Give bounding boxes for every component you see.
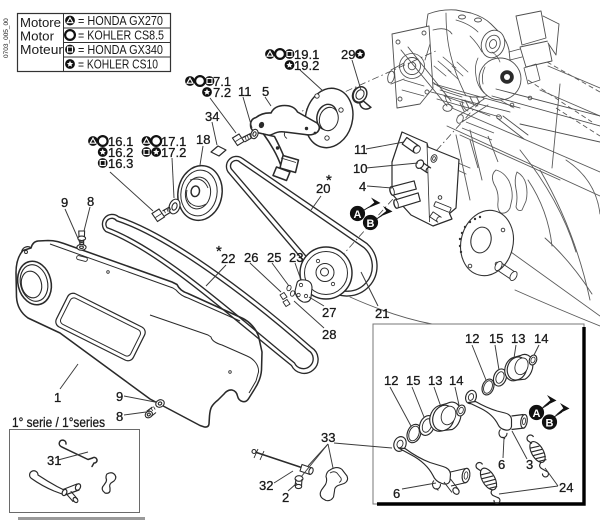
svg-text:13: 13 [511, 331, 525, 346]
svg-text:29: 29 [341, 47, 355, 62]
svg-text:= HONDA GX340: = HONDA GX340 [78, 43, 163, 57]
svg-text:1: 1 [54, 390, 61, 405]
svg-text:16.3: 16.3 [108, 156, 133, 171]
svg-text:1° serie / 1°series: 1° serie / 1°series [12, 415, 105, 430]
svg-text:15: 15 [489, 331, 503, 346]
svg-text:34: 34 [205, 109, 219, 124]
svg-text:19.1: 19.1 [294, 47, 319, 62]
svg-text:= KOHLER CS8.5: = KOHLER CS8.5 [78, 29, 164, 43]
svg-text:5: 5 [262, 84, 269, 99]
svg-text:28: 28 [322, 327, 336, 342]
svg-text:Moteur: Moteur [20, 43, 63, 57]
svg-text:19.2: 19.2 [294, 58, 319, 73]
svg-text:14: 14 [534, 331, 548, 346]
svg-text:7.1: 7.1 [213, 74, 231, 89]
svg-text:26: 26 [244, 250, 258, 265]
svg-text:A: A [533, 408, 541, 420]
svg-text:9: 9 [116, 389, 123, 404]
svg-text:24: 24 [559, 480, 573, 495]
svg-text:8: 8 [116, 409, 123, 424]
svg-text:23: 23 [289, 250, 303, 265]
svg-text:15: 15 [406, 373, 420, 388]
svg-text:= KOHLER CS10: = KOHLER CS10 [78, 58, 158, 72]
svg-text:18: 18 [196, 132, 210, 147]
svg-text:32: 32 [259, 478, 273, 493]
svg-text:= HONDA GX270: = HONDA GX270 [78, 14, 163, 28]
svg-text:33: 33 [321, 430, 335, 445]
svg-text:22: 22 [221, 251, 235, 266]
svg-text:16.1: 16.1 [108, 134, 133, 149]
svg-text:B: B [546, 418, 554, 430]
svg-text:21: 21 [375, 306, 389, 321]
svg-text:9: 9 [61, 195, 68, 210]
svg-text:17.2: 17.2 [161, 145, 186, 160]
svg-text:25: 25 [267, 250, 281, 265]
svg-text:27: 27 [322, 305, 336, 320]
svg-text:A: A [354, 209, 362, 221]
svg-text:Motor: Motor [20, 30, 54, 44]
svg-text:6: 6 [393, 486, 400, 501]
svg-text:12: 12 [384, 373, 398, 388]
svg-text:16.2: 16.2 [108, 145, 133, 160]
svg-text:20: 20 [316, 181, 330, 196]
svg-text:11: 11 [354, 142, 368, 157]
svg-text:*: * [326, 172, 332, 189]
svg-text:13: 13 [428, 373, 442, 388]
svg-text:Motore: Motore [20, 16, 61, 30]
svg-text:17.1: 17.1 [161, 134, 186, 149]
svg-text:3: 3 [526, 457, 533, 472]
svg-text:4: 4 [359, 179, 366, 194]
svg-text:6: 6 [498, 457, 505, 472]
svg-text:14: 14 [449, 373, 463, 388]
svg-text:*: * [216, 243, 222, 260]
svg-text:2: 2 [282, 490, 289, 505]
svg-text:31: 31 [47, 453, 61, 468]
svg-text:8: 8 [87, 194, 94, 209]
svg-text:12: 12 [465, 331, 479, 346]
svg-text:7.2: 7.2 [213, 85, 231, 100]
svg-text:11: 11 [238, 84, 252, 99]
svg-text:10: 10 [353, 161, 367, 176]
svg-text:B: B [367, 218, 375, 230]
svg-text:0703_005_00: 0703_005_00 [3, 18, 10, 58]
